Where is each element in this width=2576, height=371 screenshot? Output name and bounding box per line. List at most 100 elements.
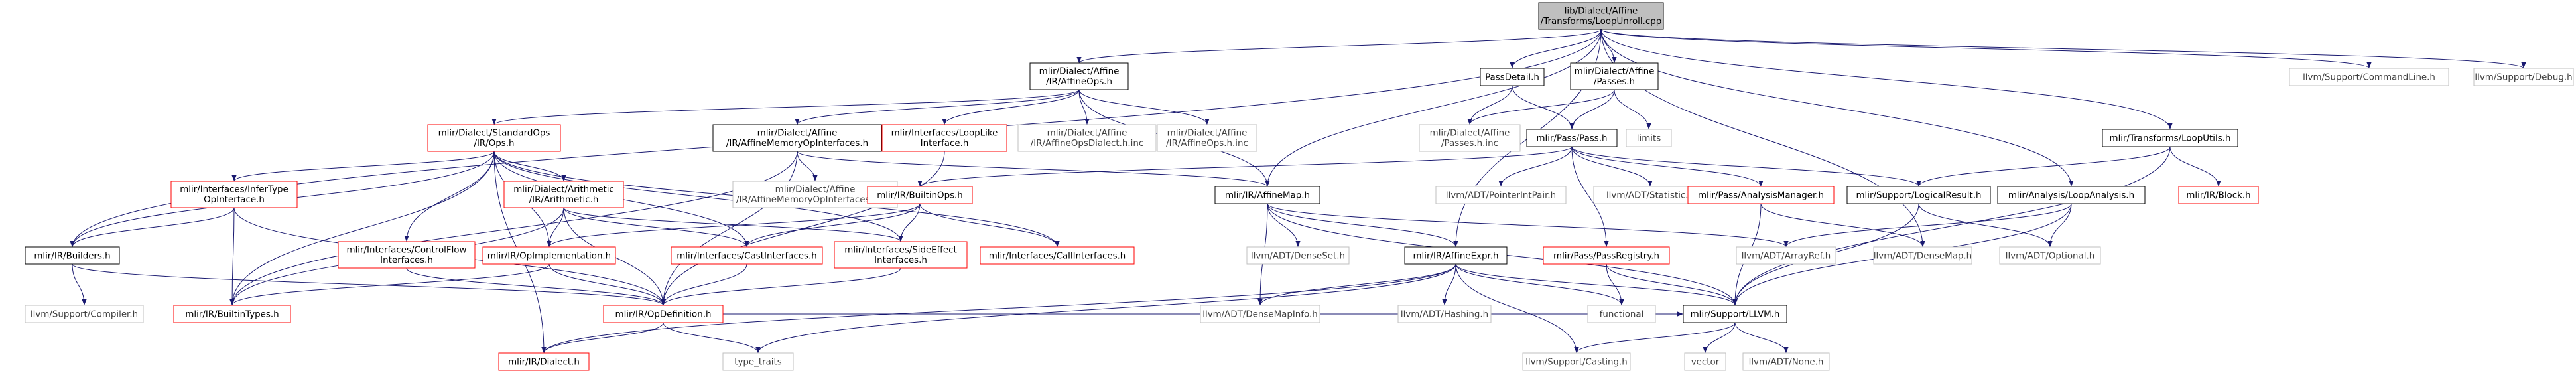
node-box bbox=[1157, 124, 1257, 152]
include-edge bbox=[755, 263, 1456, 354]
node-mlir-ir-opdefinition-h[interactable]: mlir/IR/OpDefinition.h bbox=[603, 305, 724, 323]
node-mlir-interfaces-callinterfaces-h[interactable]: mlir/Interfaces/CallInterfaces.h bbox=[980, 246, 1135, 265]
node-mlir-ir-dialect-h[interactable]: mlir/IR/Dialect.h bbox=[498, 352, 590, 371]
node-label: llvm/Support/CommandLine.h bbox=[2303, 72, 2435, 82]
include-edge bbox=[1614, 89, 1651, 130]
node-box bbox=[1999, 246, 2101, 265]
node-llvm-adt-optional-h: llvm/ADT/Optional.h bbox=[1999, 246, 2101, 265]
include-edge bbox=[1574, 322, 1736, 354]
node-label: llvm/ADT/Statistic.h bbox=[1606, 190, 1694, 200]
node-box bbox=[498, 352, 590, 371]
node-mlir-dialect-standardops-ir-ops-h[interactable]: mlir/Dialect/StandardOps/IR/Ops.h bbox=[427, 124, 561, 152]
node-box bbox=[1683, 305, 1787, 323]
include-edge bbox=[1703, 322, 1736, 354]
include-edge bbox=[1571, 146, 1609, 248]
node-label: lib/Dialect/Affine bbox=[1565, 7, 1638, 17]
node-label: mlir/Transforms/LoopUtils.h bbox=[2110, 133, 2231, 143]
node-box bbox=[1997, 186, 2146, 204]
node-mlir-ir-builtintypes-h[interactable]: mlir/IR/BuiltinTypes.h bbox=[173, 305, 291, 323]
node-llvm-adt-densemapinfo-h: llvm/ADT/DenseMapInfo.h bbox=[1200, 305, 1320, 323]
include-edge bbox=[1467, 89, 1615, 125]
node-label: mlir/IR/BuiltinTypes.h bbox=[185, 309, 279, 319]
node-box bbox=[712, 124, 882, 152]
node-lib-dialect-affine-transforms-loopunroll-cpp[interactable]: lib/Dialect/Affine/Transforms/LoopUnroll… bbox=[1538, 2, 1664, 30]
include-edge bbox=[1571, 146, 1653, 187]
node-type-traits: type_traits bbox=[722, 352, 794, 371]
node-label: mlir/Dialect/Affine bbox=[1047, 129, 1127, 139]
include-edge bbox=[493, 151, 566, 182]
node-label: OpInterface.h bbox=[204, 195, 265, 205]
node-box bbox=[722, 352, 794, 371]
node-label: functional bbox=[1600, 309, 1644, 319]
node-box bbox=[1543, 246, 1670, 265]
node-box bbox=[1587, 305, 1656, 323]
include-edge bbox=[231, 151, 495, 182]
node-mlir-ir-block-h[interactable]: mlir/IR/Block.h bbox=[2178, 186, 2259, 204]
node-llvm-adt-pointerintpair-h: llvm/ADT/PointerIntPair.h bbox=[1435, 186, 1567, 204]
node-mlir-analysis-loopanalysis-h[interactable]: mlir/Analysis/LoopAnalysis.h bbox=[1997, 186, 2146, 204]
node-mlir-pass-passregistry-h[interactable]: mlir/Pass/PassRegistry.h bbox=[1543, 246, 1670, 265]
node-mlir-dialect-affine-passes-h[interactable]: mlir/Dialect/Affine/Passes.h bbox=[1570, 62, 1659, 90]
node-mlir-transforms-looputils-h[interactable]: mlir/Transforms/LoopUtils.h bbox=[2102, 129, 2238, 147]
include-edge bbox=[1455, 263, 1738, 306]
include-edge bbox=[1571, 146, 1921, 187]
node-box bbox=[867, 186, 973, 204]
node-label: llvm/ADT/ArrayRef.h bbox=[1742, 251, 1831, 261]
node-label: llvm/ADT/PointerIntPair.h bbox=[1446, 190, 1556, 200]
include-edge bbox=[917, 146, 1573, 187]
node-box bbox=[1480, 68, 1545, 86]
node-mlir-ir-opimplementation-h[interactable]: mlir/IR/OpImplementation.h bbox=[482, 246, 616, 265]
node-box bbox=[1397, 305, 1492, 323]
node-mlir-dialect-arithmetic-ir-arithmetic-h[interactable]: mlir/Dialect/Arithmetic/IR/Arithmetic.h bbox=[503, 181, 624, 208]
node-passdetail-h[interactable]: PassDetail.h bbox=[1480, 68, 1545, 86]
node-mlir-support-llvm-h[interactable]: mlir/Support/LLVM.h bbox=[1683, 305, 1787, 323]
include-edge bbox=[661, 267, 901, 306]
node-label: Interfaces.h bbox=[380, 256, 433, 265]
include-edge bbox=[1455, 263, 1579, 354]
node-mlir-ir-affinemap-h[interactable]: mlir/IR/AffineMap.h bbox=[1214, 186, 1320, 204]
node-mlir-ir-affineexpr-h[interactable]: mlir/IR/AffineExpr.h bbox=[1404, 246, 1508, 265]
node-label: llvm/ADT/DenseMap.h bbox=[1874, 251, 1972, 261]
include-edge bbox=[1267, 203, 1301, 248]
node-limits: limits bbox=[1626, 129, 1672, 147]
node-mlir-dialect-affine-ir-affinememoryopinterfaces-h[interactable]: mlir/Dialect/Affine/IR/AffineMemoryOpInt… bbox=[712, 124, 882, 152]
node-label: llvm/Support/Debug.h bbox=[2475, 72, 2572, 82]
node-label: mlir/Interfaces/InferType bbox=[180, 185, 289, 195]
node-mlir-pass-pass-h[interactable]: mlir/Pass/Pass.h bbox=[1526, 129, 1618, 147]
node-mlir-dialect-affine-ir-affineops-h[interactable]: mlir/Dialect/Affine/IR/AffineOps.h bbox=[1029, 62, 1129, 90]
node-label: llvm/ADT/Optional.h bbox=[2006, 251, 2094, 261]
node-box bbox=[1538, 2, 1664, 30]
node-vector: vector bbox=[1684, 352, 1726, 371]
node-box bbox=[980, 246, 1135, 265]
node-label: mlir/IR/Block.h bbox=[2186, 190, 2250, 200]
node-llvm-support-casting-h: llvm/Support/Casting.h bbox=[1522, 352, 1631, 371]
include-edge bbox=[229, 207, 235, 306]
node-label: limits bbox=[1637, 133, 1661, 143]
node-mlir-pass-analysismanager-h[interactable]: mlir/Pass/AnalysisManager.h bbox=[1687, 186, 1835, 204]
node-mlir-interfaces-castinterfaces-h[interactable]: mlir/Interfaces/CastInterfaces.h bbox=[671, 246, 823, 265]
node-mlir-ir-builders-h[interactable]: mlir/IR/Builders.h bbox=[25, 246, 120, 265]
include-edge bbox=[72, 263, 87, 306]
node-label: mlir/Dialect/Affine bbox=[775, 185, 856, 195]
include-edge bbox=[663, 322, 761, 354]
node-label: mlir/Interfaces/CallInterfaces.h bbox=[989, 251, 1126, 261]
node-label: mlir/Pass/AnalysisManager.h bbox=[1698, 190, 1824, 200]
include-edge bbox=[1510, 29, 1602, 69]
node-label: mlir/Dialect/Affine bbox=[757, 129, 838, 139]
node-mlir-ir-builtinops-h[interactable]: mlir/IR/BuiltinOps.h bbox=[867, 186, 973, 204]
include-edge bbox=[229, 263, 550, 306]
include-edge bbox=[70, 207, 235, 248]
node-box bbox=[1522, 352, 1631, 371]
node-box bbox=[1526, 129, 1618, 147]
node-box bbox=[1570, 62, 1659, 90]
node-label: /Passes.h bbox=[1594, 77, 1635, 87]
include-edge bbox=[1600, 29, 2173, 130]
node-llvm-adt-densemap-h: llvm/ADT/DenseMap.h bbox=[1873, 246, 1972, 265]
include-edge bbox=[563, 207, 749, 248]
node-llvm-support-commandline-h: llvm/Support/CommandLine.h bbox=[2289, 68, 2449, 86]
node-mlir-support-logicalresult-h[interactable]: mlir/Support/LogicalResult.h bbox=[1846, 186, 1991, 204]
